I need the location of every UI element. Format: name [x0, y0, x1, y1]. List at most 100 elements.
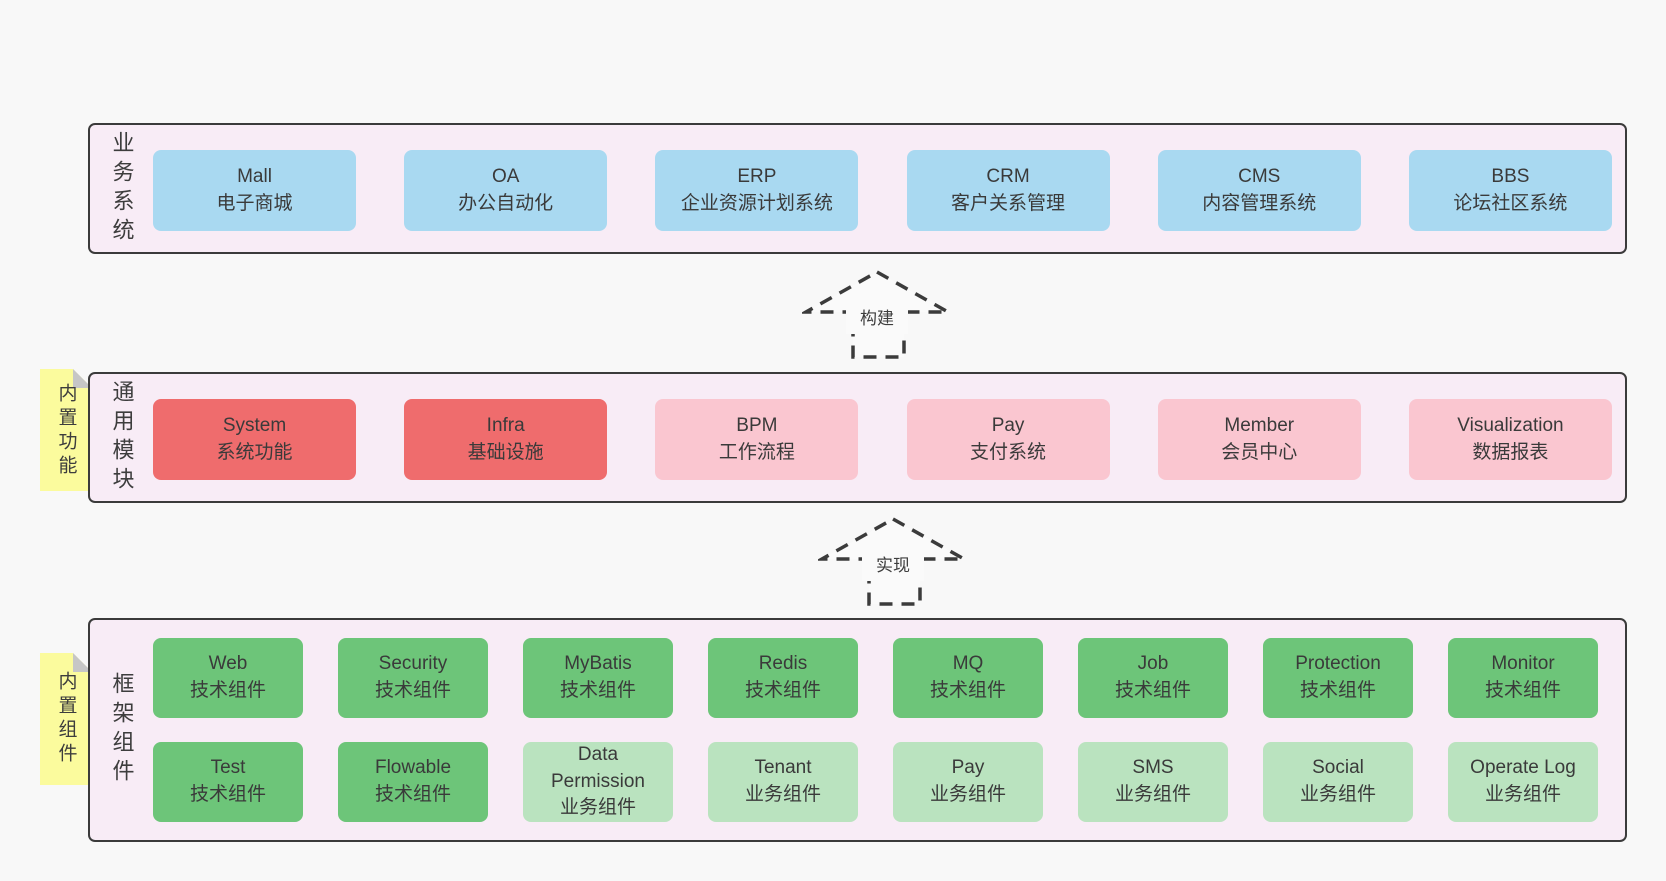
box-sms: SMS 业务组件 [1078, 742, 1228, 822]
sticky-tag-built-in-components: 内置组件 [40, 653, 92, 785]
sticky-note-icon [40, 369, 92, 491]
box-crm: CRM 客户关系管理 [906, 150, 1110, 231]
box-oa: OA 办公自动化 [404, 150, 608, 231]
box-title: Member [1224, 414, 1295, 436]
box-operate-log: Operate Log 业务组件 [1448, 742, 1598, 822]
box-member: Member 会员中心 [1157, 399, 1361, 480]
box-job: Job 技术组件 [1078, 638, 1228, 718]
box-pay-component: Pay 业务组件 [893, 742, 1043, 822]
box-title: Infra [486, 414, 525, 436]
tag-label: 内置组件 [55, 671, 77, 767]
box-security: Security 技术组件 [338, 638, 488, 718]
box-title: CMS [1238, 165, 1281, 187]
box-title: Monitor [1491, 653, 1555, 675]
box-visualization: Visualization 数据报表 [1408, 399, 1612, 480]
box-subtitle: 技术组件 [744, 680, 821, 701]
box-bpm: BPM 工作流程 [655, 399, 859, 480]
box-subtitle: 技术组件 [374, 680, 451, 701]
section-label-area: 通用模块 [90, 374, 153, 501]
box-subtitle: 工作流程 [718, 441, 795, 463]
box-system: System 系统功能 [153, 399, 356, 480]
box-subtitle: 业务组件 [1484, 784, 1561, 805]
box-title: CRM [986, 165, 1030, 187]
sticky-note-icon [40, 653, 92, 785]
box-title: SMS [1132, 757, 1174, 779]
box-data-permission: Data Permission 业务组件 [523, 742, 673, 822]
box-subtitle: 内容管理系统 [1202, 192, 1317, 214]
modules-box-row: System 系统功能 Infra 基础设施 BPM 工作流程 Pay 支付系统… [153, 399, 1612, 480]
box-subtitle: 技术组件 [1299, 680, 1376, 701]
box-subtitle: 技术组件 [189, 680, 266, 701]
box-title: Flowable [374, 757, 452, 779]
box-subtitle: 技术组件 [374, 784, 451, 805]
box-mq: MQ 技术组件 [893, 638, 1043, 718]
box-title: Visualization [1457, 414, 1564, 436]
box-subtitle: 客户关系管理 [951, 192, 1066, 214]
box-title: BBS [1491, 165, 1530, 187]
box-title: OA [491, 165, 520, 187]
box-redis: Redis 技术组件 [708, 638, 858, 718]
box-infra: Infra 基础设施 [404, 399, 608, 480]
box-subtitle: 技术组件 [1114, 680, 1191, 701]
box-erp: ERP 企业资源计划系统 [655, 150, 859, 231]
section-label: 框架组件 [109, 672, 135, 788]
box-subtitle: 技术组件 [1484, 680, 1561, 701]
box-social: Social 业务组件 [1263, 742, 1413, 822]
box-title: Mall [237, 165, 272, 187]
box-title: Pay [991, 414, 1025, 436]
box-subtitle: 技术组件 [189, 784, 266, 805]
box-title: MyBatis [564, 653, 632, 675]
box-title: Social [1312, 757, 1364, 779]
section-framework-components: 框架组件 Web 技术组件 Security 技术组件 MyBatis 技术组件… [88, 618, 1627, 842]
box-test: Test 技术组件 [153, 742, 303, 822]
box-title: System [222, 414, 287, 436]
box-subtitle: 业务组件 [929, 784, 1006, 805]
box-title: Pay [951, 757, 985, 779]
box-title: MQ [952, 653, 984, 675]
box-subtitle: 技术组件 [559, 680, 636, 701]
box-title: Operate Log [1470, 757, 1576, 779]
box-flowable: Flowable 技术组件 [338, 742, 488, 822]
box-title: Redis [758, 653, 808, 675]
arrow-label: 构建 [860, 309, 894, 328]
box-subtitle: 数据报表 [1472, 441, 1549, 463]
box-subtitle: 业务组件 [559, 797, 636, 819]
box-tenant: Tenant 业务组件 [708, 742, 858, 822]
folded-corner-icon [73, 653, 92, 672]
dashed-up-arrow-implement: 实现 [818, 516, 968, 606]
box-subtitle: 业务组件 [1299, 784, 1376, 805]
section-label: 通用模块 [109, 379, 135, 496]
box-title: BPM [736, 414, 778, 436]
arrow-label-bg [862, 549, 924, 581]
section-label-area: 业务系统 [90, 125, 153, 252]
box-subtitle: 企业资源计划系统 [680, 192, 833, 214]
box-protection: Protection 技术组件 [1263, 638, 1413, 718]
box-title: Protection [1295, 653, 1381, 675]
box-title: Web [208, 653, 248, 675]
arrow-label-bg [846, 302, 908, 334]
box-subtitle: 系统功能 [216, 441, 293, 463]
components-box-row-2: Test 技术组件 Flowable 技术组件 Data Permission … [153, 742, 1598, 822]
box-subtitle: 支付系统 [970, 441, 1047, 463]
box-title: Tenant [754, 757, 812, 779]
box-cms: CMS 内容管理系统 [1157, 150, 1361, 231]
dashed-up-arrow-build: 构建 [802, 269, 952, 359]
tag-label: 内置功能 [55, 383, 77, 479]
box-subtitle: 办公自动化 [458, 192, 554, 214]
box-monitor: Monitor 技术组件 [1448, 638, 1598, 718]
box-subtitle: 论坛社区系统 [1453, 192, 1568, 214]
box-mall: Mall 电子商城 [153, 150, 356, 231]
section-business-systems: 业务系统 Mall 电子商城 OA 办公自动化 ERP 企业资源计划系统 CRM… [88, 123, 1627, 254]
box-subtitle: 基础设施 [467, 441, 544, 463]
box-bbs: BBS 论坛社区系统 [1408, 150, 1612, 231]
box-title: ERP [737, 165, 777, 187]
box-title: Job [1137, 653, 1169, 675]
arrow-label: 实现 [876, 556, 910, 575]
folded-corner-icon [73, 369, 92, 388]
box-mybatis: MyBatis 技术组件 [523, 638, 673, 718]
box-subtitle: 业务组件 [744, 784, 821, 805]
box-web: Web 技术组件 [153, 638, 303, 718]
box-subtitle: 会员中心 [1221, 441, 1298, 463]
components-box-row-1: Web 技术组件 Security 技术组件 MyBatis 技术组件 Redi… [153, 638, 1598, 718]
box-subtitle: 业务组件 [1114, 784, 1191, 805]
